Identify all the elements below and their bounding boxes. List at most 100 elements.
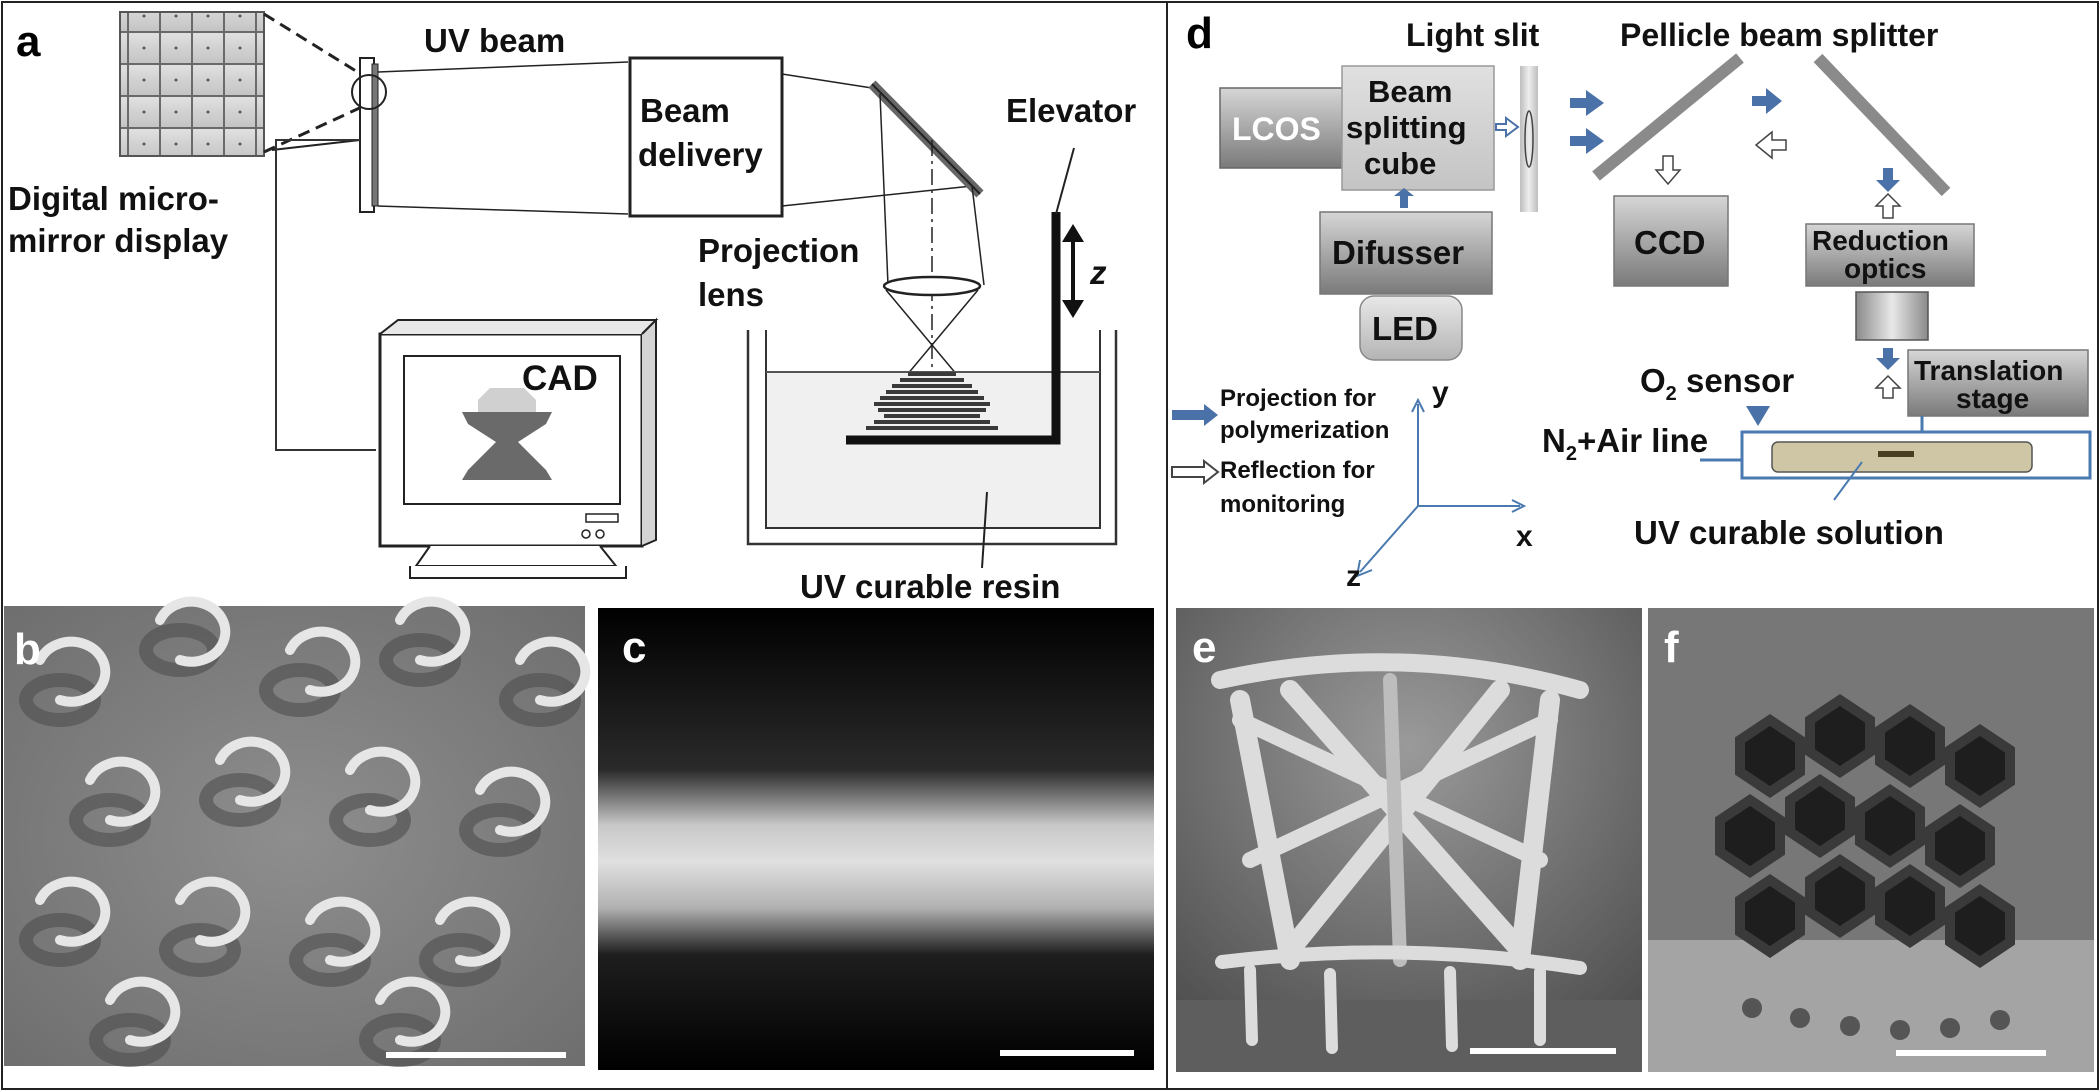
dmd-bracket	[271, 139, 361, 151]
panel-d: d Light slit Pellicle beam splitter LCOS…	[1171, 9, 2092, 593]
panel-b-spirals	[19, 596, 591, 1067]
printed-layer-stack	[866, 372, 998, 430]
beam-splitting-cube	[1341, 65, 1495, 191]
light-slit-aperture	[1524, 110, 1534, 168]
light-slit-label: Light slit	[1406, 17, 1540, 53]
reduction-arrow-blue-top	[1876, 168, 1900, 192]
panel-c-image	[598, 608, 1154, 1070]
lcos-label: LCOS	[1232, 111, 1321, 147]
bsc-to-slit-arrow	[1495, 116, 1520, 138]
translation-stage-label-line2: stage	[1956, 383, 2029, 414]
cad-monitor	[378, 317, 659, 579]
panel-f-foam	[1715, 693, 2015, 969]
pellicle-splitter-1	[1592, 53, 1744, 181]
lcos-box	[1219, 87, 1345, 169]
legend-projection-line2: polymerization	[1220, 417, 1389, 444]
panel-b: b	[4, 596, 591, 1067]
slit-out-arrow-lower	[1570, 128, 1604, 154]
panel-f-letter: f	[1664, 623, 1679, 672]
resin-vat	[746, 330, 1118, 546]
uv-solution-label: UV curable solution	[1634, 514, 1944, 551]
reduction-arrow-white-top	[1874, 192, 1902, 219]
dmd-magnifier-circle	[351, 74, 387, 110]
elevator-label: Elevator	[1006, 92, 1136, 129]
o2-sensor-label: O2 sensor	[1640, 362, 1794, 405]
reduction-optics-cylinder	[1855, 291, 1929, 341]
uv-beam-top	[377, 61, 629, 73]
led-label: LED	[1372, 310, 1438, 347]
reduction-optics-label-line1: Reduction	[1812, 225, 1949, 256]
panel-f-foam-feet	[1742, 998, 2010, 1040]
legend-projection-arrow	[1172, 404, 1218, 426]
panel-c-scale-bar	[1000, 1050, 1134, 1056]
reduction-optics-box	[1805, 223, 1975, 287]
slit-out-arrow-upper	[1570, 90, 1604, 116]
uv-beam-label: UV beam	[424, 22, 565, 59]
resin-vat-inner	[765, 330, 1101, 529]
led-box	[1359, 295, 1463, 361]
ccd-label: CCD	[1634, 224, 1706, 261]
bsc-label-line1: Beam	[1368, 74, 1452, 109]
panel-e: e	[1176, 608, 1642, 1072]
resin-fill	[767, 372, 1099, 527]
diffuser-to-bsc-arrow	[1394, 188, 1414, 208]
axis-x-label: x	[1516, 520, 1533, 553]
projection-lens-label-line1: Projection	[698, 232, 859, 269]
difusser-box	[1319, 211, 1493, 295]
panel-c-letter: c	[622, 623, 646, 672]
legend-reflection-line2: monitoring	[1220, 491, 1345, 518]
delivery-beam-bottom	[781, 185, 973, 207]
pellicle-splitter-2	[1813, 53, 1951, 197]
axis-x-head	[1511, 499, 1527, 513]
elevator-platform	[846, 212, 1061, 445]
dmd-to-cad-wire	[275, 139, 376, 451]
translation-stage-box	[1907, 349, 2089, 417]
panel-e-scale-bar	[1470, 1048, 1616, 1054]
panel-a: a Digital micro- mirror display UV beam …	[8, 11, 1136, 605]
legend-projection-line1: Projection for	[1220, 385, 1376, 412]
stage-arrow-blue	[1876, 348, 1900, 370]
cad-model-body	[462, 412, 552, 480]
o2-sensor-marker	[1746, 406, 1770, 426]
translation-stage-label-line1: Translation	[1914, 355, 2063, 386]
cad-label: CAD	[522, 359, 598, 398]
panel-e-lattice	[1211, 653, 1589, 1054]
beam-delivery-label-line1: Beam	[640, 92, 730, 129]
beam-delivery-box	[628, 56, 784, 218]
uv-resin-label: UV curable resin	[800, 568, 1060, 605]
axis-z	[1359, 505, 1419, 573]
dmd-projection-dash-top	[263, 12, 365, 78]
dmd-label-line1: Digital micro-	[8, 180, 219, 217]
uv-resin-leader	[981, 491, 988, 569]
cad-model-top	[478, 388, 536, 412]
elevator-leader	[1055, 147, 1075, 215]
between-splitters-arrow-white	[1754, 130, 1787, 160]
sample-on-stage	[1878, 451, 1914, 457]
axis-y-head	[1411, 397, 1425, 413]
dmd-mirror-grid	[119, 11, 265, 157]
bsc-label-line3: cube	[1364, 146, 1436, 181]
stage-arrow-white	[1874, 374, 1902, 399]
uv-solution-leader	[1833, 461, 1863, 501]
down-beam-left	[879, 93, 889, 286]
panel-d-letter: d	[1186, 9, 1213, 58]
axis-z-head	[1355, 559, 1373, 578]
bsc-label-line2: splitting	[1346, 110, 1467, 145]
dmd-device-back	[371, 63, 379, 207]
beam-delivery-label-line2: delivery	[638, 136, 763, 173]
down-beam-right	[971, 185, 985, 286]
legend-reflection-arrow	[1171, 458, 1220, 486]
panel-a-letter: a	[16, 17, 41, 66]
panel-f-scale-bar	[1896, 1050, 2046, 1056]
panel-b-letter: b	[14, 625, 41, 674]
panel-c: c	[598, 608, 1154, 1070]
delivery-beam-top	[781, 73, 873, 89]
to-ccd-arrow	[1654, 155, 1682, 186]
panel-e-letter: e	[1192, 623, 1216, 672]
z-arrow-head-down	[1062, 300, 1084, 318]
pellicle-splitter-label: Pellicle beam splitter	[1620, 17, 1938, 53]
panel-b-scale-bar	[386, 1052, 566, 1058]
legend-reflection-line1: Reflection for	[1220, 457, 1375, 484]
